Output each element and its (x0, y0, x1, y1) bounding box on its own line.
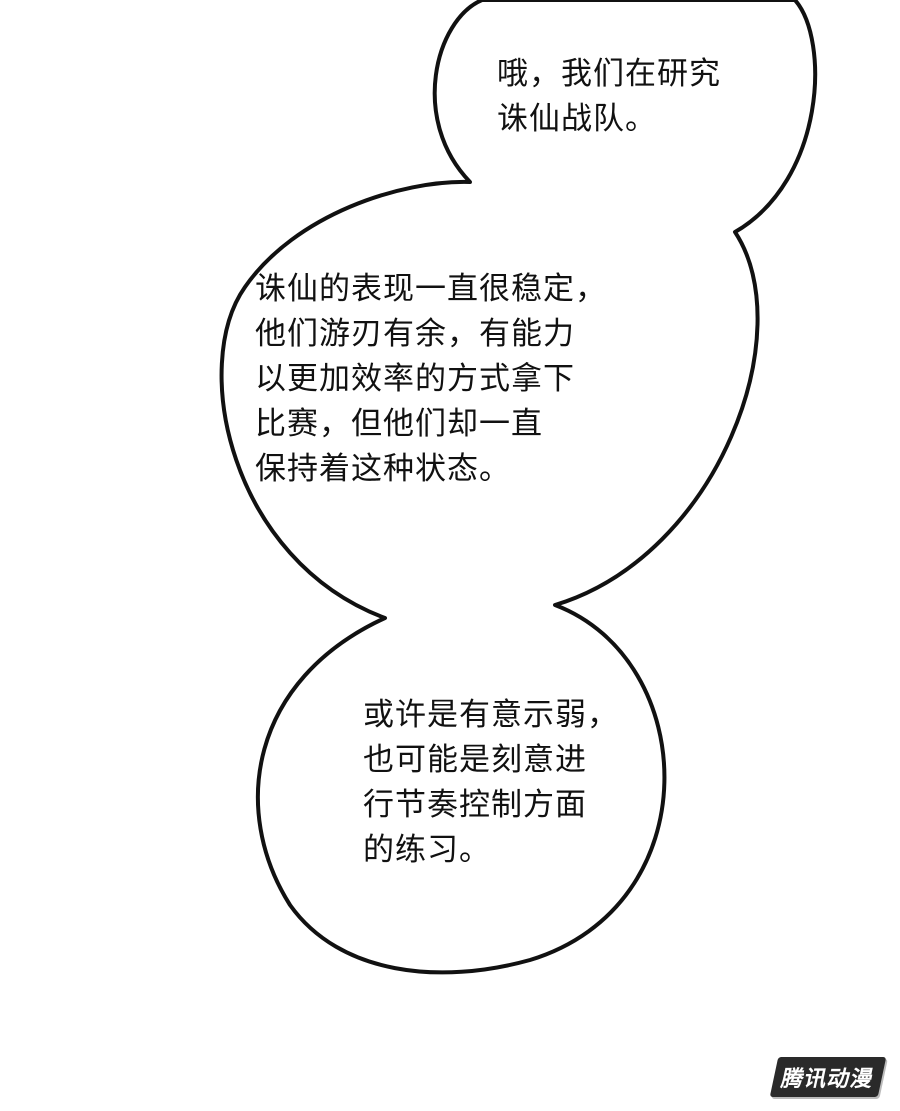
dialogue-line: 的练习。 (363, 832, 491, 868)
dialogue-line: 以更加效率的方式拿下 (255, 361, 575, 397)
dialogue-line: 也可能是刻意进 (363, 742, 587, 778)
speech-bubble-outline (219, 0, 818, 975)
dialogue-line: 他们游刃有余，有能力 (255, 316, 575, 352)
speech-bubble-middle-text: 诛仙的表现一直很稳定， 他们游刃有余，有能力 以更加效率的方式拿下 比赛，但他们… (255, 267, 607, 492)
watermark-logo: 腾讯动漫 (769, 1057, 887, 1097)
dialogue-line: 哦，我们在研究 (497, 56, 721, 92)
dialogue-line: 诛仙战队。 (497, 101, 657, 137)
speech-bubble-top-text: 哦，我们在研究 诛仙战队。 (497, 52, 721, 142)
dialogue-line: 诛仙的表现一直很稳定， (255, 271, 607, 307)
speech-bubble-bottom-text: 或许是有意示弱， 也可能是刻意进 行节奏控制方面 的练习。 (363, 693, 619, 873)
dialogue-line: 或许是有意示弱， (363, 697, 619, 733)
dialogue-line: 行节奏控制方面 (363, 787, 587, 823)
dialogue-line: 保持着这种状态。 (255, 451, 511, 487)
dialogue-line: 比赛，但他们却一直 (255, 406, 543, 442)
